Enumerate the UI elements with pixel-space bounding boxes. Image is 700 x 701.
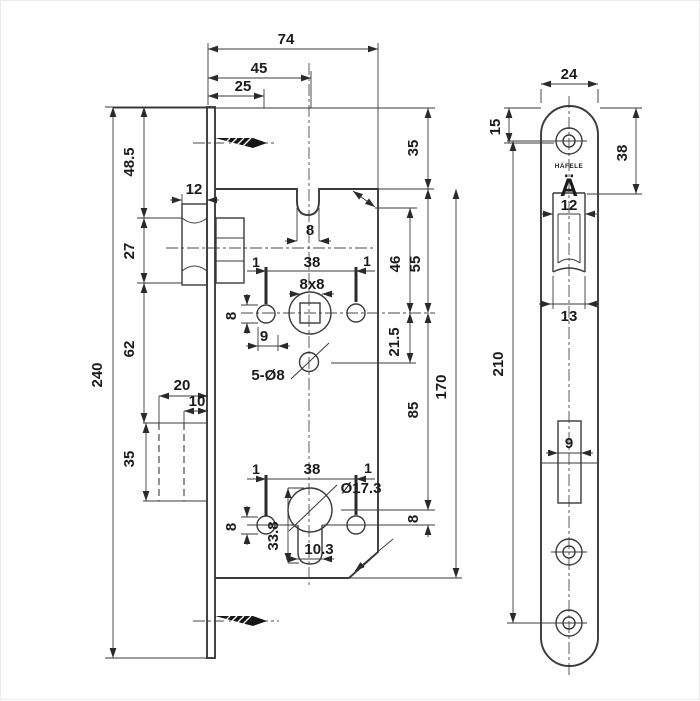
hafele-logo: HÄFELE Ä (555, 162, 584, 202)
screw-hole-middle (551, 538, 587, 566)
dim-10-3: 10.3 (304, 541, 333, 558)
screw-hole-bottom (551, 609, 587, 637)
screw-hole-top (551, 127, 587, 155)
dim-35-deadbolt: 35 (121, 451, 138, 468)
fixing-hole-top-right (346, 303, 366, 323)
dim-13: 13 (561, 308, 578, 325)
dim-240: 240 (89, 362, 106, 387)
dim-10: 10 (189, 393, 206, 410)
dim-20: 20 (174, 377, 191, 394)
deadbolt-cutout (557, 420, 582, 504)
dim-12-latch: 12 (186, 181, 203, 198)
latch-cutout (552, 192, 586, 273)
latch-block (215, 217, 245, 284)
case-outline (215, 188, 379, 579)
screw-bottom (215, 615, 267, 627)
dim-8-hole-bottom: 8 (223, 523, 240, 531)
dim-8x8: 8x8 (299, 276, 324, 293)
dim-33-8: 33.8 (265, 521, 282, 550)
dim-62: 62 (121, 341, 138, 358)
side-view-lock-case: 74 45 25 240 48.5 12 27 62 20 10 35 35 5… (89, 31, 462, 659)
dim-210: 210 (490, 351, 507, 376)
dim-9: 9 (260, 328, 268, 345)
dimension-lines (105, 43, 462, 659)
dim-8-notch: 8 (306, 222, 314, 239)
dim-85: 85 (405, 402, 422, 419)
fixing-hole-top-left (256, 304, 276, 324)
faceplate-outline (540, 105, 599, 667)
dim-1-bot-left: 1 (252, 461, 260, 477)
dim-5-holes: 5-Ø8 (251, 367, 284, 384)
dim-24: 24 (561, 66, 578, 83)
dim-38-plate: 38 (614, 145, 631, 162)
offset-tabs (264, 267, 358, 516)
dim-9-plate: 9 (565, 435, 573, 452)
faceplate-dimension-labels: 24 15 38 12 13 210 9 (487, 66, 631, 452)
dim-8-right: 8 (405, 515, 422, 523)
faceplate-edge (206, 106, 216, 659)
dim-48-5: 48.5 (121, 147, 138, 176)
front-view-faceplate: HÄFELE Ä 24 15 38 12 13 (487, 66, 642, 677)
dim-15: 15 (487, 119, 504, 136)
latch-bolt (181, 203, 208, 286)
dim-35-top: 35 (405, 140, 422, 157)
center-hole (290, 342, 330, 380)
dim-45: 45 (251, 60, 268, 77)
dim-25: 25 (235, 78, 252, 95)
dim-38-bottom: 38 (304, 461, 321, 478)
dim-8-hole-top: 8 (223, 312, 240, 320)
dim-46: 46 (387, 256, 404, 273)
dim-1-top-right: 1 (363, 253, 371, 269)
dim-55: 55 (407, 256, 424, 273)
deadbolt-hidden (143, 422, 208, 502)
spindle-follower (288, 291, 332, 335)
hafele-logo-wordmark: HÄFELE (555, 162, 584, 170)
dim-21-5: 21.5 (386, 327, 403, 356)
dim-74: 74 (278, 31, 295, 48)
dimension-labels: 74 45 25 240 48.5 12 27 62 20 10 35 35 5… (89, 31, 450, 558)
dim-1-top-left: 1 (252, 254, 260, 270)
dim-170: 170 (433, 374, 450, 399)
dim-1-bot-right: 1 (364, 460, 372, 476)
dim-38-top: 38 (304, 254, 321, 271)
faceplate-dimension-lines (504, 80, 642, 624)
screw-top (215, 137, 267, 149)
dim-27: 27 (121, 243, 138, 260)
dim-12-plate: 12 (561, 197, 578, 214)
hafele-logo-mark: Ä (560, 174, 578, 202)
dim-dia-17-3: Ø17.3 (341, 480, 382, 497)
